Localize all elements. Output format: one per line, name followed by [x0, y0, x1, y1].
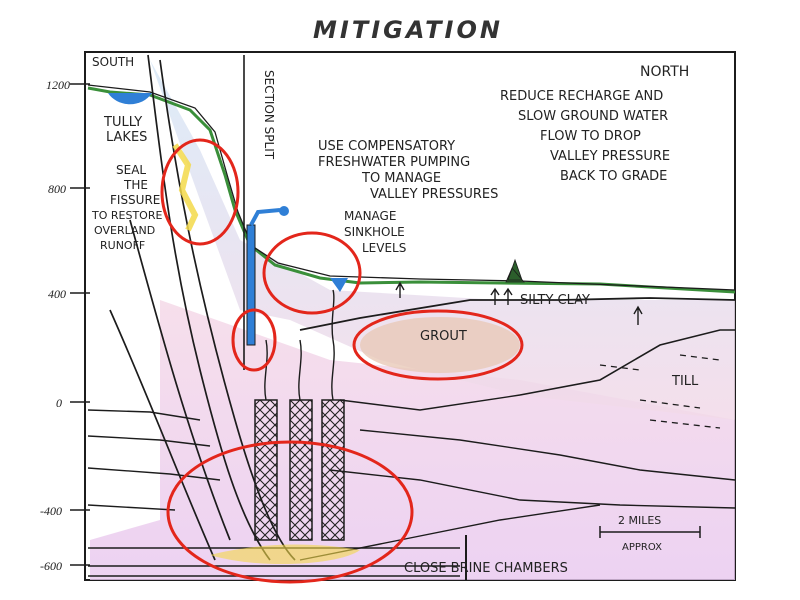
sinkhole-water: [330, 278, 348, 292]
label-tully-2: LAKES: [106, 130, 147, 145]
pumping-well-head: [249, 208, 281, 226]
label-silty-clay: SILTY CLAY: [520, 293, 590, 308]
till-boundary: [519, 329, 735, 396]
svg-text:THE: THE: [123, 178, 148, 192]
tick-0: 0: [56, 396, 62, 410]
fissure-highlight: [172, 143, 199, 232]
north-note: REDUCE RECHARGE AND SLOW GROUND WATER FL…: [500, 89, 670, 184]
scale-bar: [599, 526, 701, 538]
svg-text:VALLEY PRESSURES: VALLEY PRESSURES: [370, 187, 498, 202]
highlight-well: [231, 308, 277, 372]
tick-1200: 1200: [46, 78, 70, 92]
svg-text:MANAGE: MANAGE: [344, 209, 396, 223]
svg-text:FLOW TO DROP: FLOW TO DROP: [540, 129, 641, 144]
elevation-axis: [70, 83, 90, 566]
ground-surface-ink: [87, 84, 736, 291]
till-dashes: [599, 354, 721, 429]
silty-clay-base: [299, 297, 736, 331]
label-close-brine: CLOSE BRINE CHAMBERS: [404, 561, 568, 576]
svg-text:OVERLAND: OVERLAND: [94, 224, 155, 237]
svg-text:REDUCE RECHARGE AND: REDUCE RECHARGE AND: [500, 89, 663, 104]
highlight-brine: [166, 440, 414, 584]
tick-minus-600: -600: [40, 559, 62, 573]
svg-text:SINKHOLE: SINKHOLE: [344, 225, 405, 239]
sinkhole-note: MANAGE SINKHOLE LEVELS: [344, 209, 406, 255]
svg-text:SLOW GROUND WATER: SLOW GROUND WATER: [518, 109, 668, 124]
scale-label-top: 2 MILES: [618, 514, 661, 527]
svg-text:RUNOFF: RUNOFF: [100, 239, 145, 252]
svg-text:FRESHWATER PUMPING: FRESHWATER PUMPING: [318, 155, 470, 170]
svg-text:SEAL: SEAL: [116, 163, 146, 177]
diagram-title: MITIGATION: [313, 16, 503, 44]
svg-text:USE COMPENSATORY: USE COMPENSATORY: [318, 139, 455, 154]
upward-arrows: [395, 281, 643, 325]
label-till: TILL: [671, 374, 699, 389]
svg-text:LEVELS: LEVELS: [362, 241, 406, 255]
highlight-sinkhole: [262, 231, 362, 315]
label-tully-1: TULLY: [103, 115, 142, 130]
highlight-circles: [160, 138, 524, 584]
scale-label-bottom: APPROX: [622, 542, 662, 553]
tick-minus-400: -400: [40, 504, 62, 518]
label-grout: GROUT: [420, 329, 467, 344]
tully-lakes-water: [108, 93, 152, 105]
brine-column-3: [321, 399, 345, 541]
svg-text:BACK TO GRADE: BACK TO GRADE: [560, 169, 667, 184]
pumping-well: [246, 224, 256, 346]
valley-fill: [150, 60, 735, 420]
highlight-fissure: [160, 138, 240, 246]
tick-400: 400: [48, 287, 66, 301]
svg-text:TO MANAGE: TO MANAGE: [361, 171, 441, 186]
tree: [505, 258, 525, 283]
tick-800: 800: [48, 182, 66, 196]
svg-text:TO RESTORE: TO RESTORE: [91, 209, 162, 222]
brine-glow: [210, 544, 360, 565]
label-south: SOUTH: [92, 55, 134, 69]
brine-column-2: [289, 399, 313, 541]
well-pipes: [264, 289, 335, 401]
highlight-grout: [352, 309, 524, 381]
label-north: NORTH: [640, 64, 689, 80]
brine-column-1: [254, 399, 278, 541]
left-strata: [87, 409, 221, 511]
label-section-split: SECTION SPLIT: [262, 70, 276, 160]
svg-text:FISSURE: FISSURE: [110, 193, 160, 207]
pumping-note: USE COMPENSATORY FRESHWATER PUMPING TO M…: [318, 139, 498, 202]
grout-lens: [360, 317, 520, 373]
pumping-well-cap: [279, 206, 289, 216]
svg-text:VALLEY PRESSURE: VALLEY PRESSURE: [550, 149, 670, 164]
seal-fissure-note: SEAL THE FISSURE TO RESTORE OVERLAND RUN…: [91, 163, 162, 252]
